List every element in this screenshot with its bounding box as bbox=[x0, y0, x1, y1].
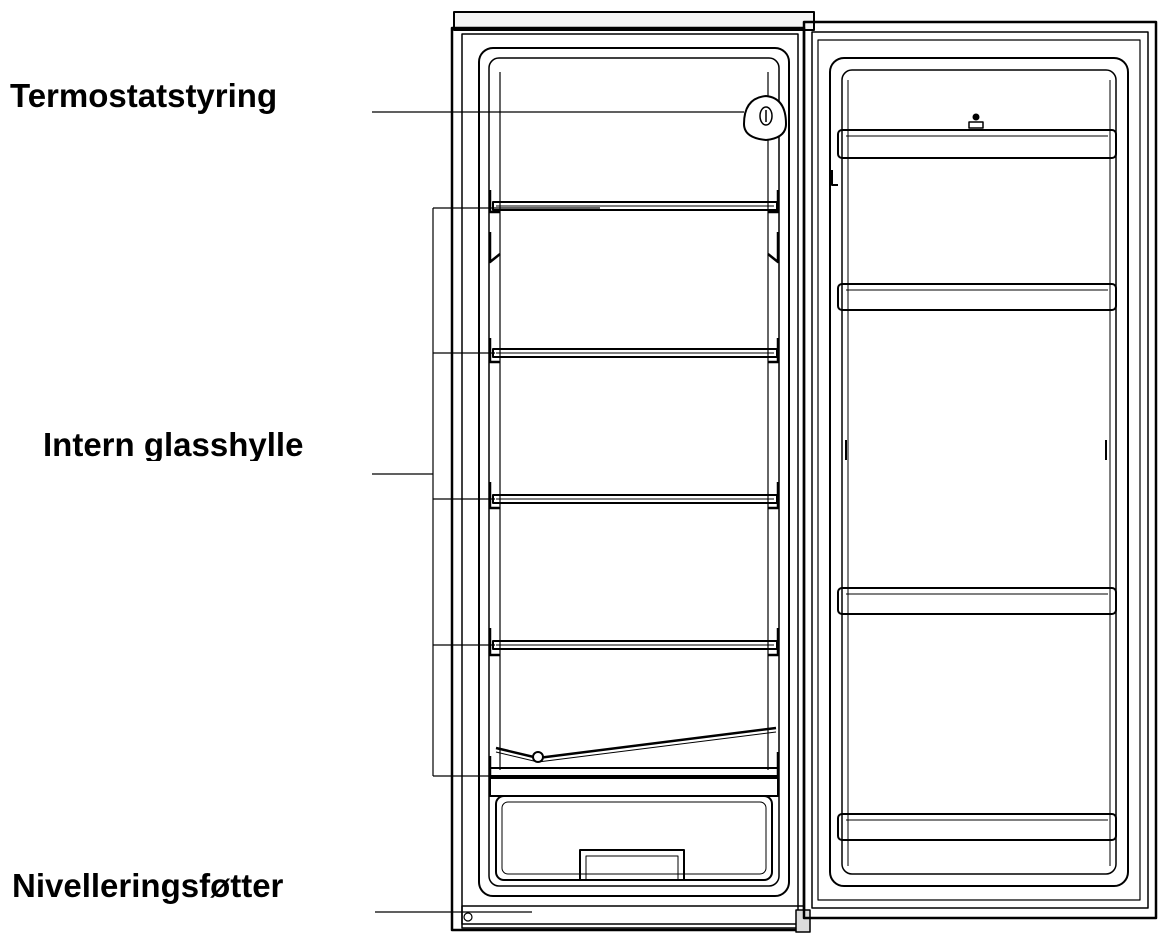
cabinet bbox=[450, 11, 815, 933]
label-glass-shelf: Intern glasshylle bbox=[43, 428, 304, 461]
crisper-drawer bbox=[489, 777, 779, 881]
door-gasket-outer bbox=[811, 31, 1149, 909]
cabinet-liner-inner bbox=[488, 57, 780, 887]
cabinet-wall bbox=[461, 33, 799, 925]
cabinet-liner-outer bbox=[478, 47, 790, 897]
cabinet-outer bbox=[450, 26, 806, 932]
label-thermostat: Termostatstyring bbox=[10, 77, 278, 114]
door-light-icon bbox=[968, 113, 984, 129]
door-gasket-inner bbox=[817, 39, 1141, 901]
glass-shelf-1 bbox=[488, 190, 780, 264]
label-leveling-feet: Nivelleringsføtter bbox=[12, 867, 284, 904]
door-bin-3 bbox=[837, 587, 1117, 615]
glass-shelf-3 bbox=[488, 482, 780, 510]
door-liner-outer bbox=[829, 57, 1129, 887]
leveling-foot-left bbox=[463, 912, 473, 922]
leader-lines bbox=[372, 111, 744, 913]
door-bin-2 bbox=[837, 283, 1117, 311]
thermostat-control bbox=[743, 95, 787, 141]
door-outer bbox=[802, 20, 1158, 920]
door-liner-inner bbox=[841, 69, 1117, 875]
glass-shelf-4 bbox=[488, 628, 780, 657]
door-bin-1 bbox=[837, 129, 1117, 159]
door-bin-4 bbox=[837, 813, 1117, 841]
glass-shelves bbox=[488, 190, 780, 777]
glass-shelf-2 bbox=[488, 338, 780, 364]
bottom-glass-shelf bbox=[488, 726, 780, 777]
door bbox=[802, 20, 1158, 920]
